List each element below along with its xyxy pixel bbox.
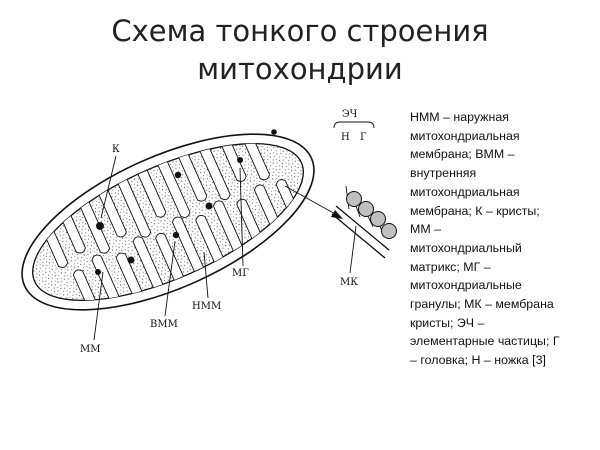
elementary-particle bbox=[381, 223, 397, 239]
granule bbox=[96, 222, 104, 230]
legend-line: ММ – bbox=[410, 222, 441, 237]
granule bbox=[172, 231, 180, 239]
legend-line: мембрана; ВММ – bbox=[410, 147, 515, 162]
elementary-particle bbox=[358, 201, 374, 217]
legend-line: гранулы; МК – мембрана bbox=[410, 297, 554, 312]
title-line-1: Схема тонкого строения bbox=[111, 14, 489, 48]
elementary-particle bbox=[370, 211, 386, 227]
granule bbox=[205, 202, 213, 210]
legend-line: митохондриальная bbox=[410, 184, 520, 199]
label-mk: МК bbox=[340, 277, 358, 288]
label-k: К bbox=[112, 144, 120, 155]
legend-text: НММ – наружная митохондриальная мембрана… bbox=[410, 108, 590, 370]
label-nmm: НММ bbox=[192, 301, 221, 312]
legend-line: митохондриальные bbox=[410, 278, 522, 293]
granule bbox=[237, 157, 243, 163]
legend-line: внутренняя bbox=[410, 166, 477, 181]
leader-lines bbox=[93, 155, 357, 341]
label-vmm: ВММ bbox=[150, 319, 178, 330]
legend-line: – головка; Н – ножка [3] bbox=[410, 353, 546, 368]
label-ech: ЭЧ bbox=[342, 109, 358, 120]
label-g: Г bbox=[360, 132, 367, 143]
legend-line: мембрана; К – кристы; bbox=[410, 203, 540, 218]
legend-line: элементарные частицы; Г bbox=[410, 334, 560, 349]
label-n: Н bbox=[341, 132, 350, 143]
legend-line: НММ – наружная bbox=[410, 110, 509, 124]
title-line-2: митохондрии bbox=[197, 52, 403, 86]
crista-detail bbox=[331, 121, 397, 259]
legend-line: матрикс; МГ – bbox=[410, 259, 491, 274]
granule bbox=[174, 171, 182, 179]
label-mg: МГ bbox=[232, 268, 249, 279]
granule bbox=[127, 256, 135, 264]
elementary-particle bbox=[346, 191, 362, 207]
label-mm: ММ bbox=[80, 344, 100, 355]
matrix-granules bbox=[95, 129, 277, 275]
legend-line: митохондриальная bbox=[410, 128, 520, 143]
legend-line: кристы; ЭЧ – bbox=[410, 315, 485, 330]
granule bbox=[95, 269, 101, 275]
slide-title: Схема тонкого строения митохондрии bbox=[0, 12, 600, 88]
arrow-head bbox=[331, 210, 343, 219]
legend-line: митохондриальный bbox=[410, 240, 522, 255]
granule bbox=[271, 129, 277, 135]
